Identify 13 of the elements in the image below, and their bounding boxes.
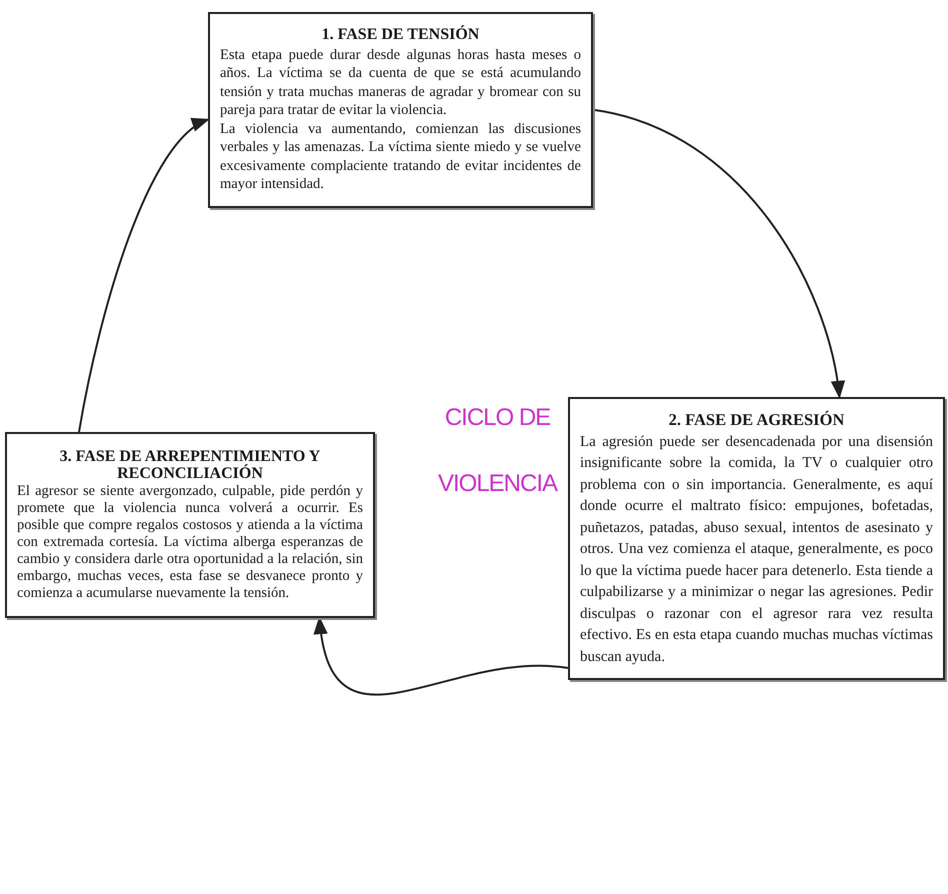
phase-box: [568, 397, 945, 680]
curved-arrow: [592, 108, 844, 399]
phase-description: La violencia va aumentando, comienzan las discusiones verbales y las amenazas. La víctima siente miedo y se vuelve excesivamente complaciente tratando de evitar incidentes de mayor intensidad.: [220, 120, 581, 194]
diagram-title: CICLO DE VIOLENCIA: [436, 403, 559, 499]
phase-box: [5, 432, 375, 618]
phase-heading: 2. FASE DE AGRESIÓN: [668, 409, 846, 430]
phase-box: [208, 12, 593, 208]
phase-heading: 3. FASE DE ARREPENTIMIENTO Y RECONCILIACIÓN: [58, 448, 322, 482]
phase-description: El agresor se siente avergonzado, culpable, pide perdón y promete que la violencia nunca volverá a ocurrir. Es posible que compre regalos costosos y atienda a la víctima con extremada cortesía. La víctima alberga esperanzas de cambio y considera darle otra oportunidad a la relación, sin embargo, muchas veces, esta fase se desvanece pronto y comienza a acumularse nuevamente la tensión.: [17, 483, 363, 602]
curved-arrow: [78, 118, 210, 432]
phase-description: La agresión puede ser desencadenada por una disensión insignificante sobre la comida, la TV o cualquier otro problema con o sin importancia. Generalmente, es aquí donde ocurre el maltrato físico: empujones, bofetadas, puñetazos, patadas, abuso sexual, intentos de asesinato y otros. Una vez comienza el ataque, generalmente, es poco lo que la víctima puede hacer para detenerlo. Esta tiende a culpabilizarse y a minimizar o negar las agresiones. Pedir disculpas o razonar con el agresor rara vez resulta efectivo. Es en esta etapa cuando muchas muchas víctimas buscan ayuda.: [580, 432, 933, 666]
phase-heading: 1. FASE DE TENSIÓN: [320, 26, 480, 44]
phase-description: Esta etapa puede durar desde algunas horas hasta meses o años. La víctima se da cuenta de que se está acumulando tensión y trata muchas maneras de agradar y bromear con su pareja para tratar de evitar la violencia.: [220, 46, 581, 120]
